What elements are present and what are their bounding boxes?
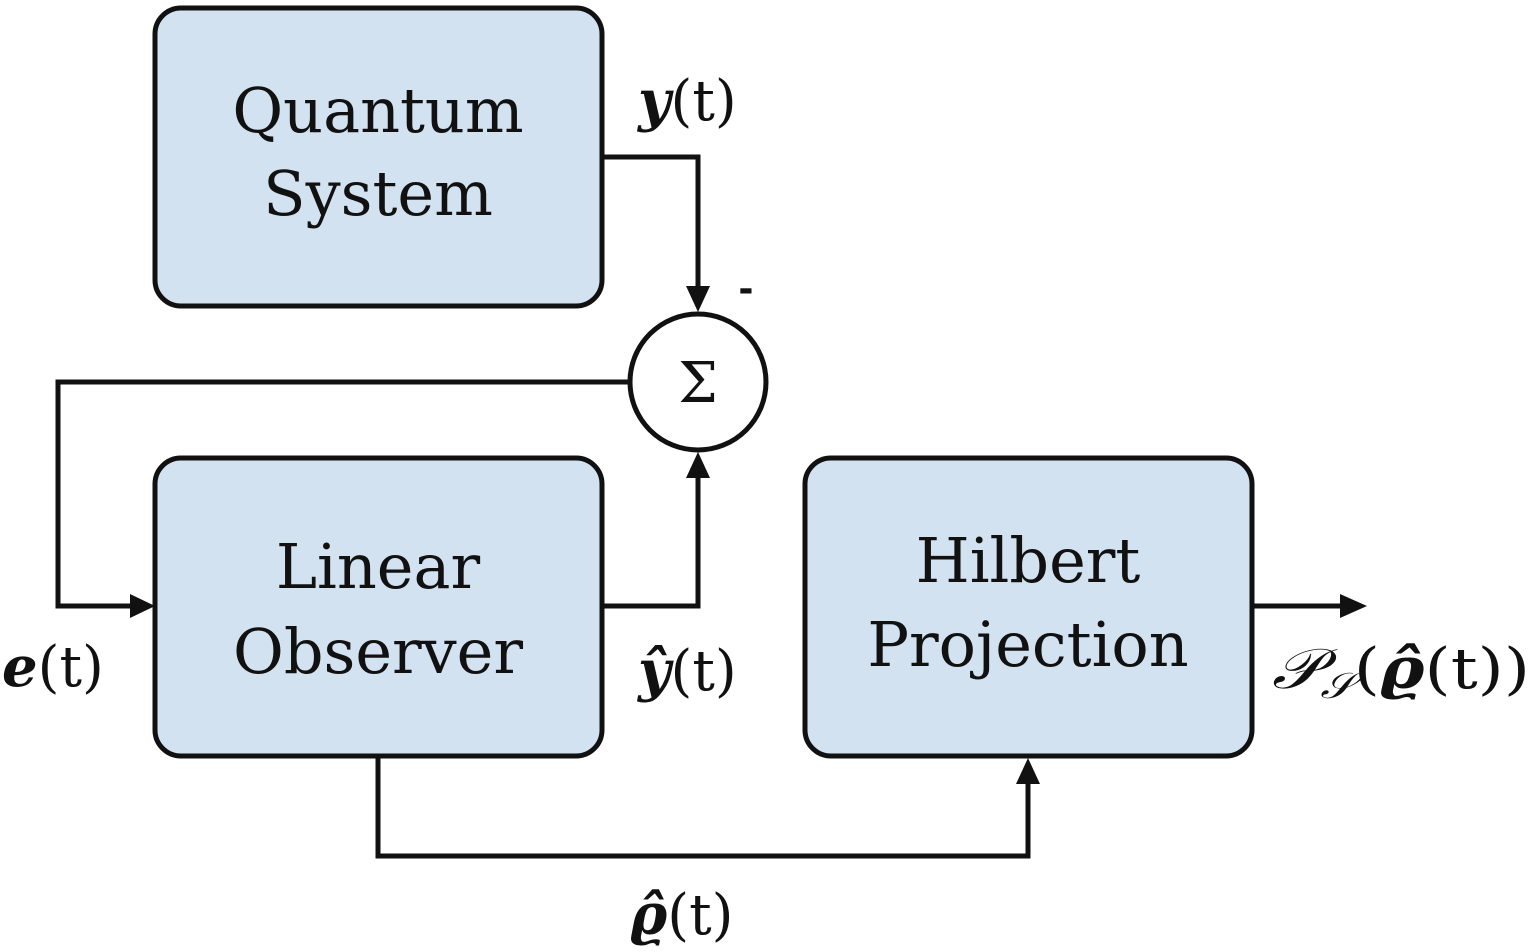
label-estimate-output: ŷ(t) bbox=[636, 638, 737, 704]
label-error-main: e bbox=[2, 634, 38, 700]
arrowhead-error-feedback bbox=[130, 594, 155, 618]
quantum-system-label-line2: System bbox=[263, 157, 493, 230]
label-projected-output-open: ( bbox=[1354, 637, 1380, 702]
label-estimate-output-main: y bbox=[636, 638, 674, 704]
wire-state-estimate bbox=[375, 756, 1031, 859]
hilbert-projection-label-line2: Projection bbox=[867, 608, 1188, 681]
label-state-estimate-args: (t) bbox=[667, 883, 733, 948]
wire-estimate-output bbox=[602, 474, 701, 609]
label-projected-output-main: ϱ bbox=[1380, 636, 1426, 702]
label-state-estimate: ϱ̂(t) bbox=[630, 882, 733, 948]
wire-error-feedback bbox=[55, 379, 630, 609]
label-measurement-main: y bbox=[636, 68, 674, 134]
quantum-system-block: Quantum System bbox=[152, 5, 605, 309]
linear-observer-rect bbox=[152, 455, 605, 759]
hilbert-projection-label-line1: Hilbert bbox=[916, 524, 1141, 597]
label-projected-output-args: (t)) bbox=[1425, 637, 1530, 702]
linear-observer-label-line2: Observer bbox=[233, 615, 523, 688]
label-state-estimate-main: ϱ bbox=[630, 882, 668, 948]
minus-sign: - bbox=[739, 263, 754, 312]
arrowhead-state-estimate bbox=[1016, 758, 1040, 784]
linear-observer-label-line1: Linear bbox=[276, 530, 481, 603]
label-projected-output: 𝒫𝒮(ϱ̂(t)) bbox=[1272, 636, 1530, 707]
label-error-args: (t) bbox=[38, 635, 104, 700]
label-estimate-output-args: (t) bbox=[671, 639, 737, 704]
label-measurement: y(t) bbox=[636, 68, 737, 134]
arrowhead-projected-output bbox=[1340, 594, 1367, 618]
arrowhead-estimate-output bbox=[686, 452, 710, 478]
summing-junction: Σ - bbox=[627, 263, 769, 453]
hilbert-projection-rect bbox=[802, 455, 1255, 759]
arrowhead-measurement bbox=[686, 286, 710, 312]
label-error: e(t) bbox=[2, 634, 104, 700]
quantum-system-label-line1: Quantum bbox=[232, 74, 523, 147]
sigma-symbol: Σ bbox=[678, 351, 718, 416]
wire-measurement bbox=[602, 154, 701, 290]
hilbert-projection-block: Hilbert Projection bbox=[802, 455, 1255, 759]
linear-observer-block: Linear Observer bbox=[152, 455, 605, 759]
label-measurement-args: (t) bbox=[671, 69, 737, 134]
